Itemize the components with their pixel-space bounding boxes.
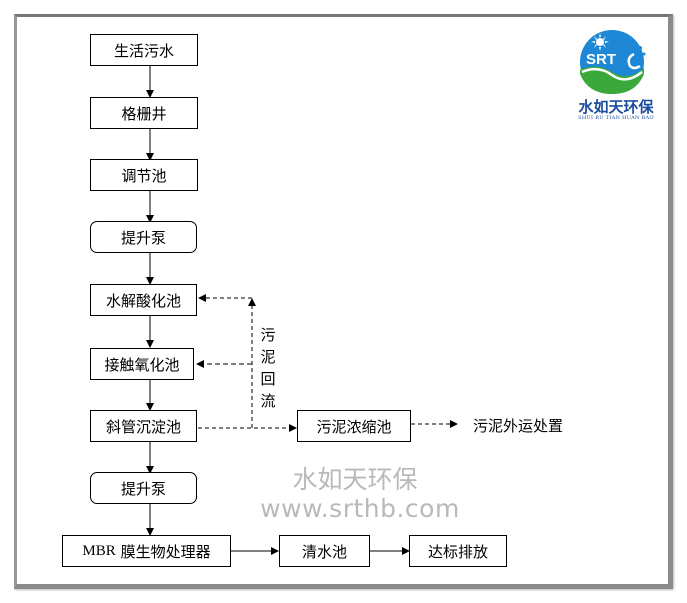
step-label: 提升泵	[120, 228, 166, 247]
step-clear-water-tank: 清水池	[279, 535, 370, 567]
step-label: 接触氧化池	[104, 355, 180, 374]
mbr-prefix: MBR	[82, 542, 116, 559]
step-hydrolysis-acidification-tank: 水解酸化池	[90, 284, 197, 316]
step-contact-oxidation-tank: 接触氧化池	[90, 348, 194, 380]
step-lift-pump-1: 提升泵	[90, 221, 197, 253]
watermark-name: 水如天环保	[292, 465, 418, 494]
step-label: 格栅井	[121, 104, 167, 123]
sludge-return-char: 污	[260, 326, 276, 344]
sludge-return-char: 流	[260, 392, 276, 410]
step-label: 达标排放	[427, 542, 488, 561]
step-equalization-tank: 调节池	[90, 159, 198, 191]
sludge-return-label: 污 泥 回 流	[259, 324, 277, 412]
step-label: 调节池	[121, 166, 167, 185]
step-screen-well: 格栅井	[90, 97, 198, 129]
sludge-return-char: 泥	[260, 348, 276, 366]
step-label: 生活污水	[113, 41, 174, 60]
step-label: 清水池	[301, 542, 347, 561]
sludge-return-char: 回	[260, 370, 276, 388]
step-mbr-reactor: MBR 膜生物处理器	[62, 535, 231, 567]
logo-pinyin: SHUI RU TIAN HUAN BAO	[578, 115, 654, 121]
sludge-disposal-label: 污泥外运处置	[473, 417, 564, 435]
srt-logo-icon: SRT	[580, 30, 646, 94]
step-label: 水解酸化池	[105, 291, 181, 310]
step-domestic-sewage: 生活污水	[90, 34, 198, 66]
step-label: 斜管沉淀池	[105, 417, 181, 436]
step-discharge: 达标排放	[409, 535, 507, 567]
step-label: 污泥浓缩池	[316, 417, 392, 436]
mbr-label: 膜生物处理器	[120, 542, 211, 561]
watermark-url: www.srthb.com	[260, 494, 460, 523]
logo-initials: SRT	[586, 51, 616, 68]
step-inclined-tube-settling-tank: 斜管沉淀池	[90, 410, 197, 442]
logo-name: 水如天环保	[578, 98, 654, 116]
step-lift-pump-2: 提升泵	[90, 472, 197, 504]
step-sludge-thickener: 污泥浓缩池	[297, 410, 411, 442]
step-label: 提升泵	[120, 479, 166, 498]
